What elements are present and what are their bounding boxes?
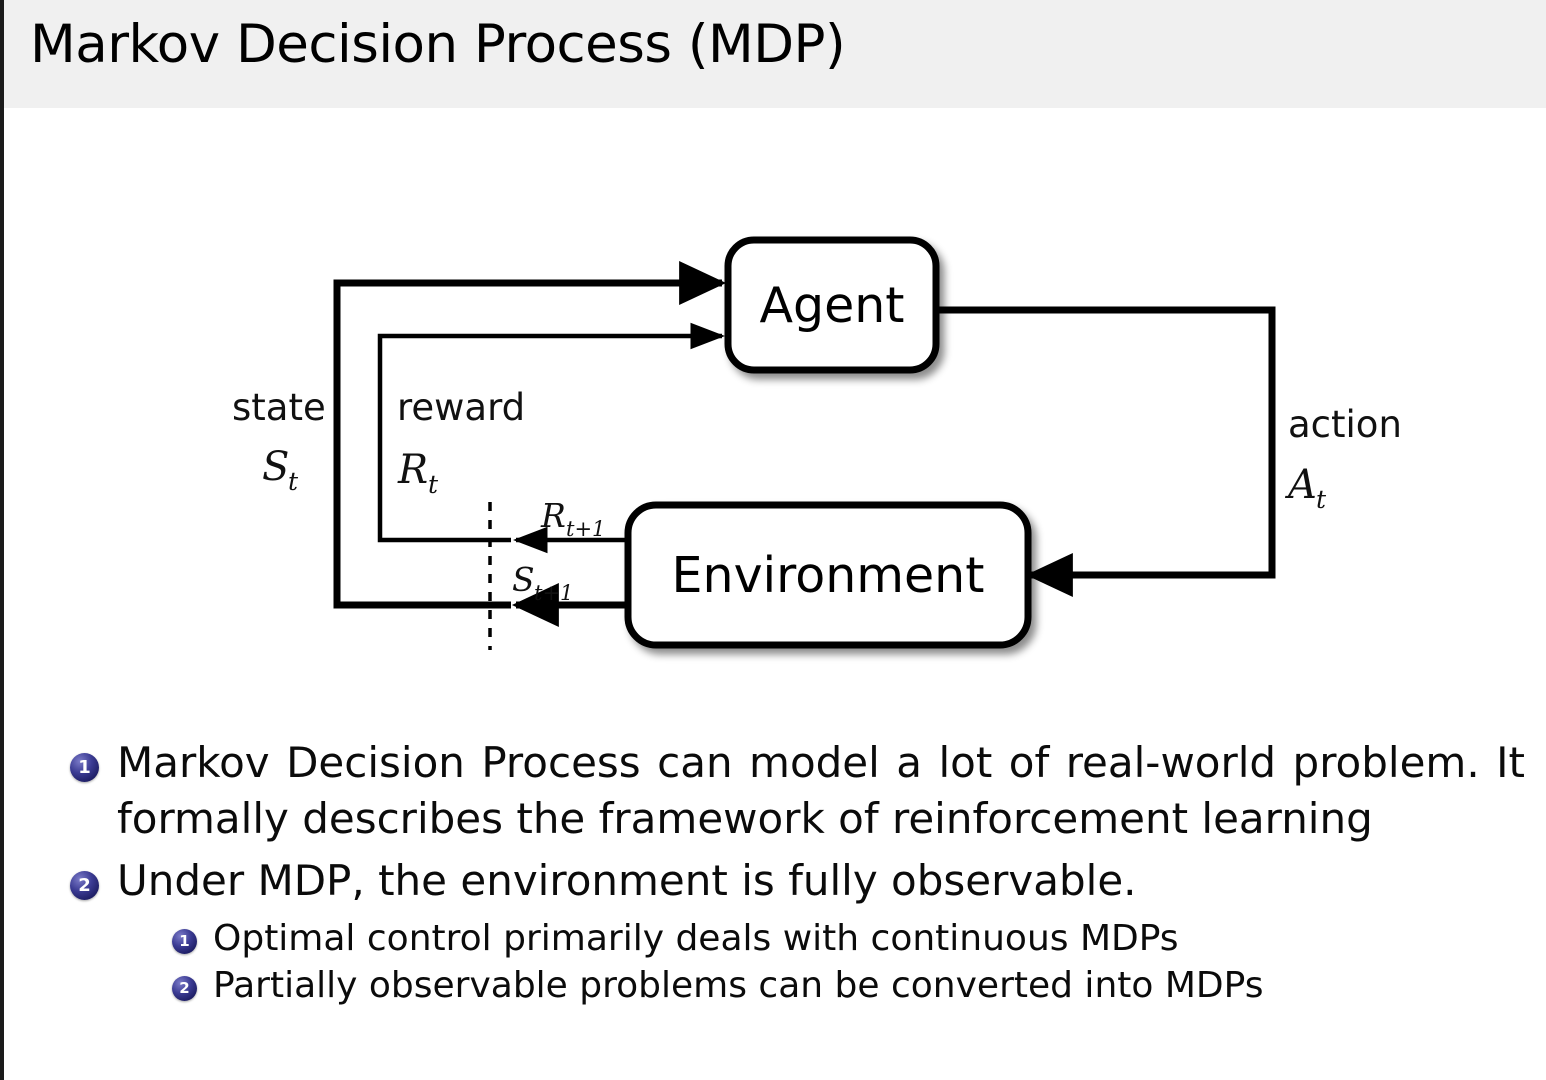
list-item: 1 Markov Decision Process can model a lo…	[0, 735, 1546, 847]
action-symbol-group: A t	[1284, 462, 1327, 514]
next-state-symbol-group: S t+1	[512, 560, 573, 605]
state-subscript: t	[288, 467, 299, 496]
sub-list-item: 2 Partially observable problems can be c…	[0, 962, 1546, 1010]
agent-box: Agent	[724, 236, 940, 374]
environment-box: Environment	[624, 501, 1032, 649]
agent-box-label: Agent	[759, 277, 904, 334]
next-reward-symbol: R	[540, 496, 566, 535]
bullet-list: 1 Markov Decision Process can model a lo…	[0, 735, 1546, 1010]
reward-feedback-path	[377, 322, 725, 543]
state-label: state	[232, 386, 326, 429]
sub-bullet-number-icon: 1	[172, 928, 197, 954]
reward-symbol-group: R t	[397, 447, 439, 499]
frame-left-rule	[0, 0, 4, 1080]
page-title: Markov Decision Process (MDP)	[30, 14, 846, 75]
list-item-text: Markov Decision Process can model a lot …	[117, 738, 1525, 843]
bullet-number-icon: 1	[70, 753, 99, 782]
environment-box-label: Environment	[672, 547, 985, 604]
bullet-number-icon: 2	[70, 870, 99, 900]
next-state-subscript: t+1	[534, 581, 573, 605]
next-reward-subscript: t+1	[566, 517, 605, 541]
agent-environment-diagram: Agent Environment state S t reward R t a…	[0, 150, 1546, 700]
action-path	[935, 306, 1276, 598]
action-symbol: A	[1284, 462, 1317, 508]
reward-symbol: R	[397, 447, 428, 493]
list-item: 2 Under MDP, the environment is fully ob…	[0, 853, 1546, 909]
title-bar: Markov Decision Process (MDP)	[4, 0, 1546, 108]
reward-label: reward	[397, 386, 525, 429]
reward-subscript: t	[428, 470, 439, 499]
sub-list-item-text: Optimal control primarily deals with con…	[213, 917, 1179, 959]
state-feedback-path	[333, 260, 727, 609]
state-symbol: S	[262, 444, 289, 490]
action-label: action	[1288, 403, 1402, 446]
sub-bullet-number-icon: 2	[172, 976, 197, 1002]
sub-list-item: 1 Optimal control primarily deals with c…	[0, 915, 1546, 963]
list-item-text: Under MDP, the environment is fully obse…	[117, 855, 1137, 905]
sub-list-item-text: Partially observable problems can be con…	[213, 965, 1264, 1007]
next-reward-symbol-group: R t+1	[540, 496, 605, 541]
action-subscript: t	[1316, 485, 1327, 514]
next-state-symbol: S	[512, 560, 535, 599]
state-symbol-group: S t	[262, 444, 299, 496]
